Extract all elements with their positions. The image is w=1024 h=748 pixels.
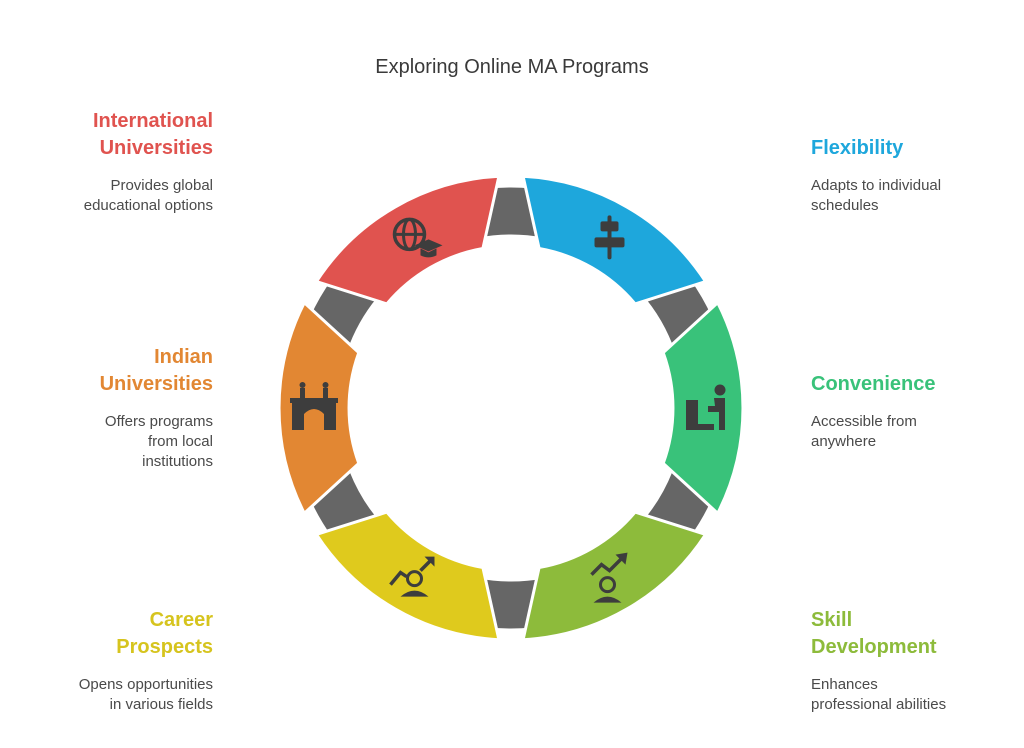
globe-graduation-cap-icon [392, 217, 443, 258]
heading-line: International [92, 110, 213, 132]
heading-line: Flexibility [811, 137, 904, 159]
cycle-segments [277, 174, 745, 642]
heading-line: Universities [99, 373, 213, 395]
person-growth-arrow-icon [590, 552, 628, 603]
description-convenience: Accessible from anywhere [811, 412, 1024, 452]
heading-career-prospects: Career Prospects [0, 607, 213, 661]
description-flexibility: Adapts to individual schedules [811, 176, 1024, 216]
description-line: Provides global [110, 177, 213, 194]
person-trend-arrow-icon [389, 556, 435, 597]
heading-convenience: Convenience [811, 371, 1024, 398]
gateway-monument-icon [290, 382, 338, 430]
segment-international [314, 174, 501, 306]
label-flexibility: Flexibility Adapts to individual schedul… [811, 135, 1024, 216]
label-convenience: Convenience Accessible from anywhere [811, 371, 1024, 452]
description-line: schedules [811, 197, 879, 214]
description-international-universities: Provides global educational options [0, 176, 213, 216]
heading-line: Indian [154, 346, 213, 368]
description-career-prospects: Opens opportunities in various fields [0, 675, 213, 715]
description-line: Adapts to individual [811, 177, 942, 194]
segment-skill [521, 510, 708, 642]
heading-indian-universities: Indian Universities [0, 344, 213, 398]
heading-line: Universities [99, 137, 213, 159]
heading-flexibility: Flexibility [811, 135, 1024, 162]
person-at-desk-icon [686, 384, 726, 430]
label-skill-development: Skill Development Enhances professional … [811, 607, 1024, 715]
description-line: Opens opportunities [78, 676, 213, 693]
heading-line: Development [811, 636, 937, 658]
description-skill-development: Enhances professional abilities [811, 675, 1024, 715]
align-center-icon [594, 215, 625, 260]
description-line: in various fields [109, 696, 213, 713]
description-line: Accessible from [811, 413, 917, 430]
segment-convenience [661, 301, 745, 515]
heading-line: Skill [811, 609, 853, 631]
description-line: from local [147, 433, 213, 450]
description-line: professional abilities [811, 696, 947, 713]
heading-line: Prospects [116, 636, 213, 658]
description-line: educational options [83, 197, 213, 214]
diagram-title: Exploring Online MA Programs [375, 56, 649, 78]
label-indian-universities: Indian Universities Offers programs from… [0, 344, 213, 472]
description-line: Enhances [811, 676, 878, 693]
description-line: institutions [142, 453, 213, 470]
label-international-universities: International Universities Provides glob… [0, 108, 213, 216]
description-line: anywhere [811, 433, 877, 450]
heading-international-universities: International Universities [0, 108, 213, 162]
heading-line: Career [149, 609, 213, 631]
description-line: Offers programs [104, 413, 213, 430]
label-career-prospects: Career Prospects Opens opportunities in … [0, 607, 213, 715]
description-indian-universities: Offers programs from local institutions [0, 412, 213, 472]
heading-line: Convenience [811, 373, 936, 395]
heading-skill-development: Skill Development [811, 607, 1024, 661]
